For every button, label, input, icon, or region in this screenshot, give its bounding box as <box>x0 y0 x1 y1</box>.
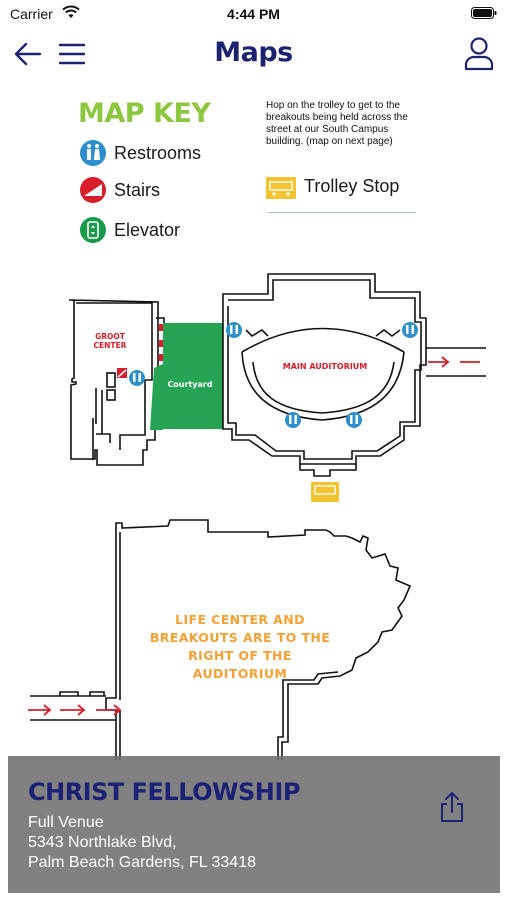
auditorium-restroom-icon-1 <box>226 322 242 338</box>
main-auditorium-label: MAIN AUDITORIUM <box>282 362 368 371</box>
key-elevator-icon <box>80 217 106 243</box>
key-label-stairs: Stairs <box>114 179 161 200</box>
life-center-label: LIFE CENTER AND BREAKOUTS ARE TO THE RIG… <box>149 612 331 681</box>
back-button[interactable] <box>12 38 44 70</box>
groot-restroom-icon <box>129 370 145 386</box>
trolley-note: Hop on the trolley to get to the breakou… <box>266 100 408 147</box>
map-area: MAP KEY Restrooms Stairs Elevator Hop on… <box>0 80 507 760</box>
auditorium-restroom-icon-2 <box>402 322 418 338</box>
campus-map <box>28 140 486 760</box>
key-item-stairs: Stairs <box>80 176 160 204</box>
user-profile-icon <box>464 37 494 71</box>
courtyard-label: Courtyard <box>167 380 213 389</box>
key-label-elevator: Elevator <box>114 219 181 240</box>
trolley-stop-marker <box>311 482 339 502</box>
key-trolley-icon <box>266 177 296 199</box>
battery-icon <box>471 7 497 19</box>
venue-subtitle: Full Venue <box>28 814 104 831</box>
divider <box>268 212 416 213</box>
venue-info-panel: CHRIST FELLOWSHIP Full Venue 5343 Northl… <box>8 756 500 893</box>
groot-center-building <box>68 299 165 466</box>
hamburger-menu-icon <box>58 43 86 65</box>
key-stairs-icon <box>80 177 106 203</box>
key-item-trolley: Trolley Stop <box>266 176 399 197</box>
life-center-building <box>30 519 412 760</box>
auditorium-restroom-icon-3 <box>285 412 301 428</box>
main-auditorium-building <box>222 273 427 477</box>
share-button[interactable] <box>438 790 466 824</box>
groot-center-label: GROOT CENTER <box>93 332 127 350</box>
carrier-label: Carrier <box>10 6 53 22</box>
groot-stairs-icon <box>117 368 127 378</box>
venue-address-line1: 5343 Northlake Blvd, <box>28 834 177 851</box>
share-icon <box>441 792 463 822</box>
courtyard-area <box>163 323 223 429</box>
menu-button[interactable] <box>56 38 88 70</box>
arrows-right-bottom <box>28 704 122 716</box>
key-restroom-icon <box>80 140 106 166</box>
arrows-right-top <box>428 356 480 368</box>
nav-bar: Maps <box>0 28 507 80</box>
key-item-restrooms: Restrooms <box>80 139 201 167</box>
back-arrow-icon <box>14 42 42 66</box>
venue-address-line2: Palm Beach Gardens, FL 33418 <box>28 854 256 871</box>
wifi-icon <box>62 5 80 18</box>
map-key-title: MAP KEY <box>78 98 211 129</box>
key-label-restrooms: Restrooms <box>114 142 202 163</box>
key-item-elevator: Elevator <box>80 216 180 244</box>
status-bar: Carrier 4:44 PM <box>0 0 507 28</box>
venue-name: CHRIST FELLOWSHIP <box>28 778 300 806</box>
clock: 4:44 PM <box>227 6 280 22</box>
key-label-trolley: Trolley Stop <box>304 176 400 196</box>
profile-button[interactable] <box>463 36 495 72</box>
auditorium-restroom-icon-4 <box>346 412 362 428</box>
page-title: Maps <box>214 37 293 68</box>
